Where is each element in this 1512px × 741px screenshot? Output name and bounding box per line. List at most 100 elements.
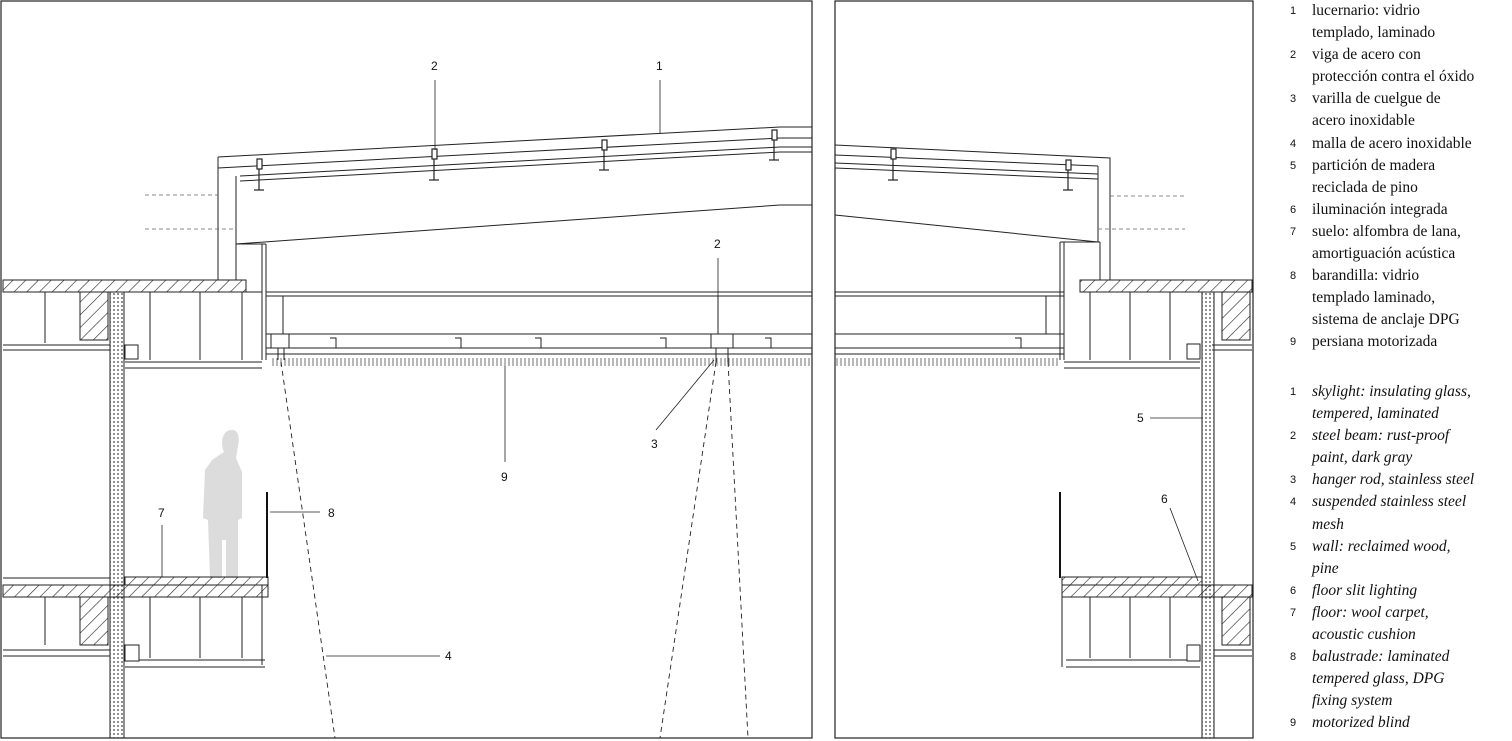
- blind-hooks: [277, 337, 772, 362]
- legend-text-line: skylight: insulating glass,: [1312, 383, 1471, 400]
- legend-text-line: varilla de cuelgue de: [1312, 90, 1441, 108]
- legend-text-line: malla de acero inoxidable: [1312, 134, 1472, 152]
- legend-text-line: partición de madera: [1312, 156, 1436, 174]
- skylight-left: [217, 126, 812, 360]
- legend-number: 9: [1290, 336, 1297, 349]
- mesh-left: [280, 361, 749, 739]
- lower-level-left: [3, 577, 265, 668]
- leaders-right: [1150, 417, 1203, 582]
- legend-item: 6 floor slit lighting: [1288, 580, 1512, 602]
- legend-text-line: viga de acero con: [1312, 46, 1421, 64]
- legend-text-line: mesh: [1312, 515, 1344, 533]
- legend-text-line: floor slit lighting: [1312, 581, 1418, 599]
- lower-level-right: [1061, 585, 1252, 668]
- column-left-core: [109, 291, 125, 739]
- legend-number: 3: [1290, 93, 1297, 106]
- right-section-panel: 5 6: [834, 0, 1254, 739]
- legend-text-line: barandilla: vidrio: [1312, 267, 1420, 285]
- legend-text-line: motorized blind: [1312, 714, 1410, 732]
- legend-number: 4: [1290, 137, 1297, 150]
- legend-number: 8: [1290, 270, 1297, 283]
- roof-slab-right: [1079, 279, 1253, 293]
- wall-partition-right: [1201, 291, 1215, 739]
- legend-text-line: iluminación integrada: [1312, 200, 1448, 218]
- callout-2-beam: 2: [714, 237, 721, 251]
- legend-number: 3: [1290, 474, 1297, 487]
- callout-6: 6: [1161, 492, 1168, 506]
- legend-text-line: templado, laminado: [1312, 24, 1436, 42]
- right-panel-frame: [834, 0, 1254, 739]
- legend-text-line: fixing system: [1312, 692, 1393, 710]
- legend-item: 4 malla de acero inoxidable: [1288, 133, 1512, 155]
- legend-item: 9 persiana motorizada: [1288, 331, 1512, 353]
- dashed-guides-right: [1098, 195, 1185, 230]
- skylight-right: [834, 144, 1111, 360]
- floor-slab-right: [1061, 576, 1203, 586]
- legend-text-line: floor: wool carpet,: [1312, 603, 1429, 621]
- legend-text-line: sistema de anclaje DPG: [1312, 311, 1460, 329]
- ceiling-beam-left: [266, 291, 812, 355]
- callout-labels-left: 1 2 2 3 9 7 8 4: [158, 59, 721, 663]
- legend-text-line: acoustic cushion: [1312, 626, 1416, 644]
- legend-text-line: reciclada de pino: [1312, 178, 1418, 196]
- callout-labels-right: 5 6: [1137, 411, 1168, 506]
- legend-item: 9 motorized blind: [1288, 712, 1512, 734]
- callout-5: 5: [1137, 411, 1144, 425]
- floor-slab-left: [124, 576, 269, 586]
- legend-text-line: tempered, laminated: [1312, 405, 1439, 423]
- legend-text-line: amortiguación acústica: [1312, 245, 1456, 263]
- callout-1: 1: [656, 59, 663, 73]
- legend-number: 6: [1290, 584, 1297, 597]
- legend-number: 8: [1290, 651, 1297, 664]
- legend-text-line: hanger rod, stainless steel: [1312, 471, 1475, 489]
- legend-number: 1: [1290, 386, 1297, 398]
- lower-beam-hatch-right: [1221, 596, 1251, 646]
- legend-text-line: wall: reclaimed wood,: [1312, 537, 1451, 555]
- legend-number: 7: [1290, 225, 1297, 238]
- legend-item: 7 floor: wool carpet, acoustic cushion: [1288, 602, 1512, 646]
- blind-rail: [270, 358, 812, 366]
- callout-9: 9: [501, 470, 508, 484]
- callout-2-skylight: 2: [431, 59, 438, 73]
- legend-text-line: acero inoxidable: [1312, 112, 1415, 130]
- legend-number: 4: [1290, 496, 1297, 509]
- upper-ceiling-left: [3, 291, 262, 369]
- roof-beam-hatch-left: [79, 291, 109, 341]
- legend-text-line: paint, dark gray: [1312, 449, 1413, 467]
- legend-text-line: tempered glass, DPG: [1312, 670, 1445, 688]
- callout-3: 3: [651, 437, 658, 451]
- blind-rail-right: [835, 358, 1060, 366]
- legend-text-line: balustrade: laminated: [1312, 648, 1450, 666]
- legend-text-line: templado laminado,: [1312, 289, 1436, 307]
- legend-text-line: pine: [1312, 559, 1339, 577]
- legend-text-line: persiana motorizada: [1312, 333, 1438, 351]
- legend-item: 2 steel beam: rust-proof paint, dark gray: [1288, 425, 1512, 469]
- legend-text-line: suelo: alfombra de lana,: [1312, 222, 1461, 240]
- left-section-panel: 1 2 2 3 9 7 8 4: [0, 0, 813, 739]
- legend-item: 1 lucernario: vidrio templado, laminado: [1288, 0, 1512, 44]
- legend-item: 8 balustrade: laminated tempered glass, DP…: [1288, 646, 1512, 712]
- legend-text-line: steel beam: rust-proof: [1312, 427, 1450, 445]
- legend-number: 5: [1290, 159, 1297, 172]
- leaders-left: [161, 80, 719, 657]
- legend-number: 2: [1290, 49, 1297, 62]
- section-drawing: 1 2 2 3 9 7 8 4: [0, 0, 1254, 739]
- legend-number: 1: [1290, 5, 1297, 17]
- skylight-posts-right: [888, 148, 1073, 191]
- lower-roof-slab-right: [1061, 584, 1253, 598]
- legend-item: 1 skylight: insulating glass, tempered, la…: [1288, 381, 1512, 425]
- skylight-posts-left: [254, 129, 779, 191]
- callout-4: 4: [445, 649, 452, 663]
- legend-spanish: 1 lucernario: vidrio templado, laminado 2 vi…: [1288, 0, 1512, 354]
- callout-8: 8: [328, 506, 335, 520]
- legend-item: 7 suelo: alfombra de lana, amortiguación a…: [1288, 221, 1512, 265]
- lower-roof-slab-left: [2, 584, 269, 598]
- legend-item: 3 hanger rod, stainless steel: [1288, 469, 1512, 491]
- legend-text-line: lucernario: vidrio: [1312, 2, 1421, 19]
- legend-number: 7: [1290, 606, 1297, 619]
- legend-number: 2: [1290, 430, 1297, 443]
- legend-number: 9: [1290, 717, 1297, 730]
